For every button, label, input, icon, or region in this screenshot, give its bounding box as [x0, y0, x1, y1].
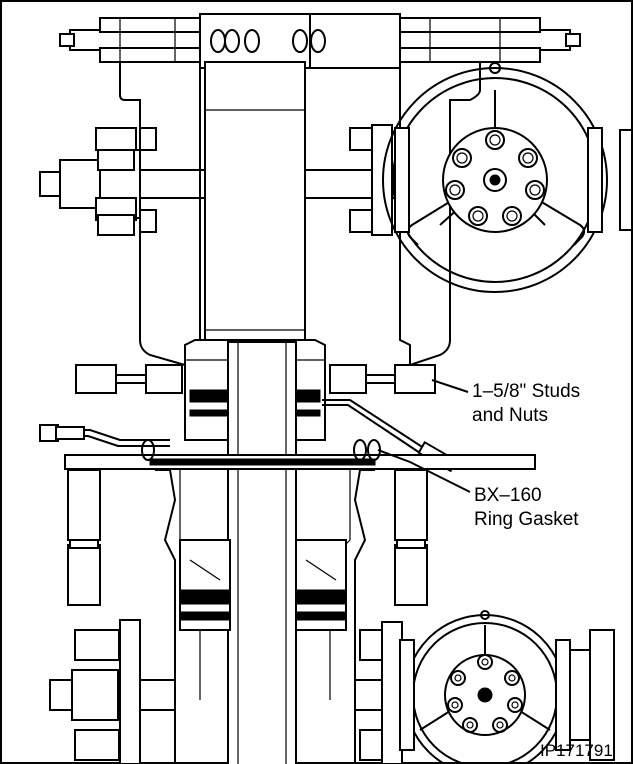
- gasket-callout-line1: BX–160: [474, 485, 542, 506]
- drawing-reference-id: IP171791: [540, 741, 613, 760]
- lower-handwheel: [399, 610, 615, 764]
- inner-seal-assembly: [179, 539, 347, 631]
- lower-flange: [64, 439, 536, 764]
- central-mandrel: [227, 341, 297, 764]
- upper-stem: [204, 61, 306, 343]
- studs-callout-line1: 1–5/8" Studs: [472, 381, 580, 402]
- studs-callout-line2: and Nuts: [472, 405, 548, 426]
- gasket-leader-line: [377, 449, 471, 493]
- upper-right-flange-bolts: [349, 124, 393, 236]
- gasket-callout-line2: Ring Gasket: [474, 509, 579, 530]
- upper-body-outline: [119, 62, 481, 367]
- lower-valve-side-outlet: [49, 619, 403, 764]
- top-cap: [59, 13, 581, 69]
- studs-leader-line: [431, 379, 469, 393]
- upper-handwheel: [382, 62, 633, 293]
- upper-left-flange-bolts: [95, 127, 157, 236]
- control-line-left: [39, 424, 170, 447]
